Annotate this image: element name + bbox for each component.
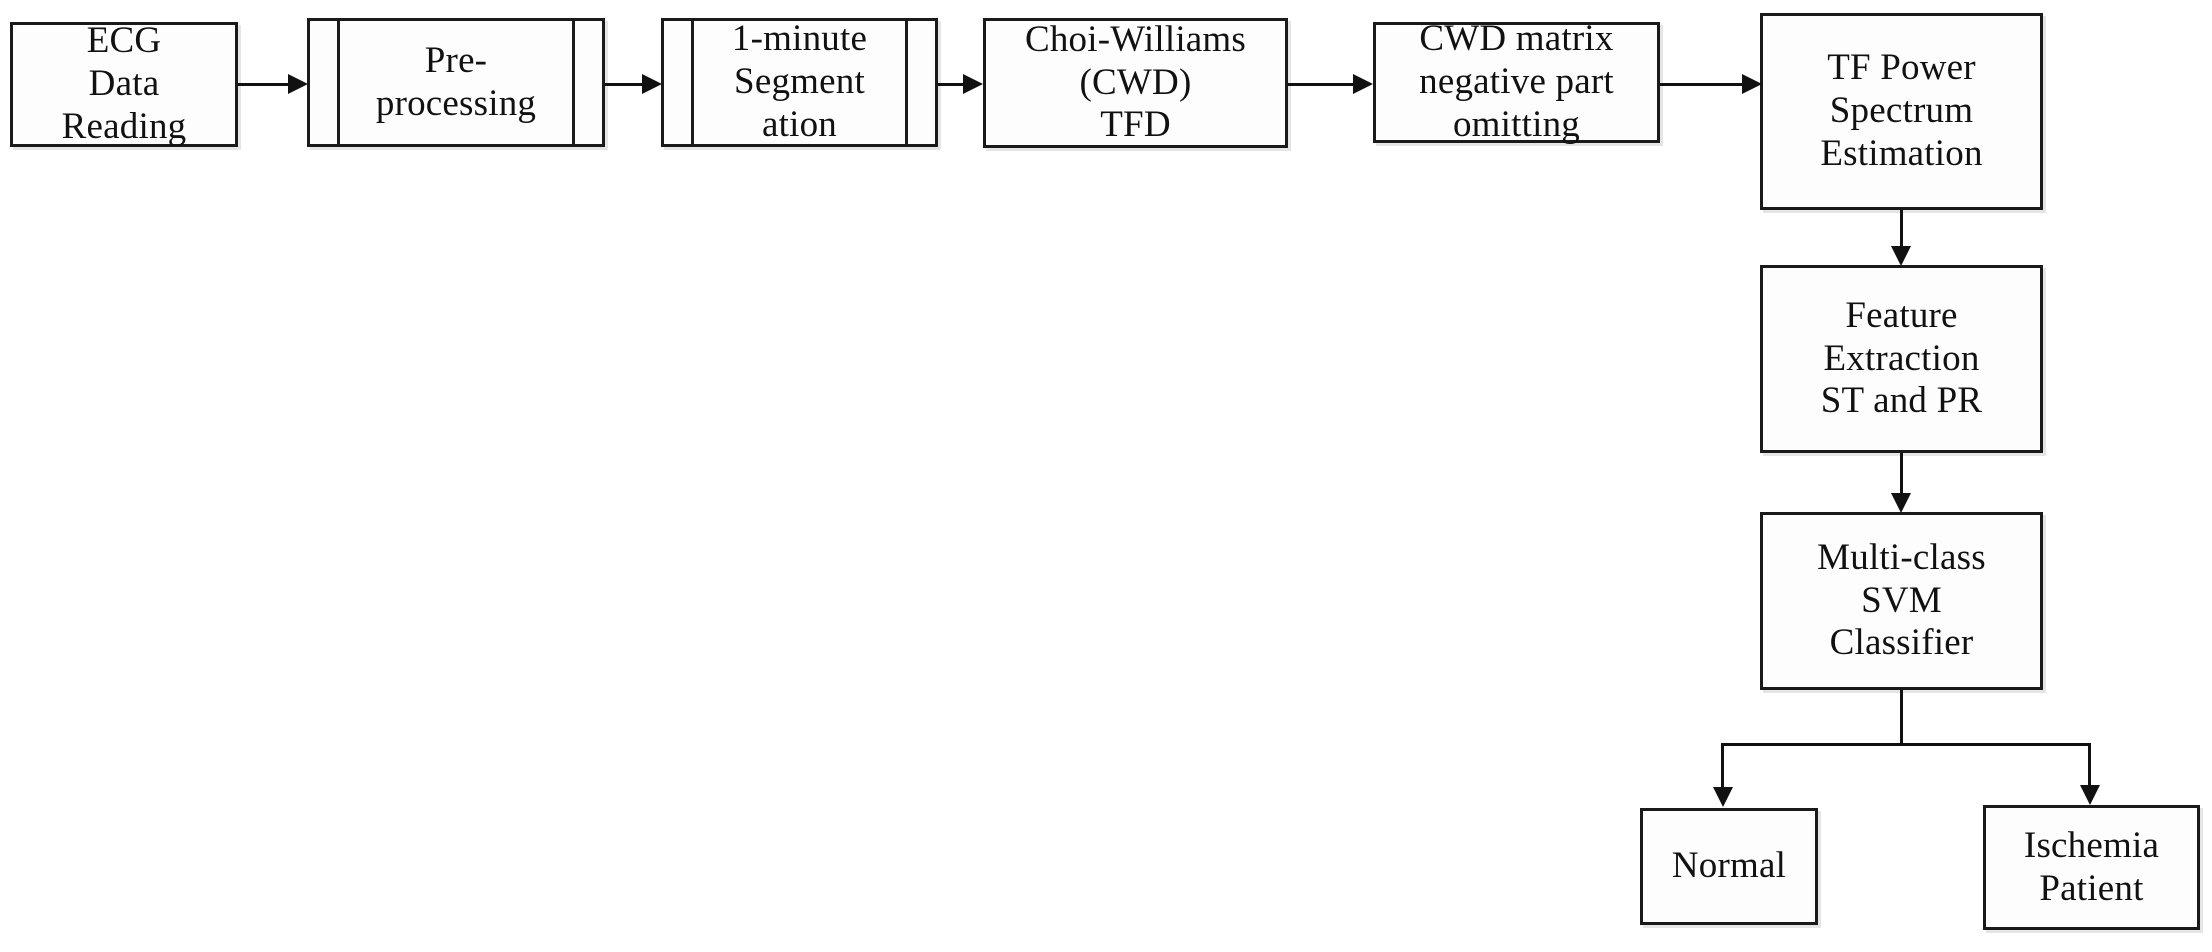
node-label: ECG Data Reading [61,20,187,147]
node-choi-williams-tfd: Choi-Williams (CWD) TFD [983,18,1288,148]
edge-preprocessing-to-segmentation [605,83,645,86]
edge-svm-branch-bus [1721,743,2091,746]
node-outcome-normal: Normal [1640,808,1818,925]
node-outcome-ischemia: Ischemia Patient [1983,805,2200,930]
node-ecg-data-reading: ECG Data Reading [10,20,238,147]
node-feature-extraction: Feature Extraction ST and PR [1760,265,2043,453]
arrowhead-icon [1713,787,1733,807]
edge-svm-branch-trunk [1900,690,1903,746]
node-label: Choi-Williams (CWD) TFD [1024,18,1247,146]
edge-negative-omitting-to-tf-power [1660,83,1745,86]
arrowhead-icon [1891,493,1911,513]
node-segmentation: 1-minute Segment ation [661,18,938,147]
arrowhead-icon [288,74,308,94]
edge-svm-to-normal [1721,743,1724,791]
arrowhead-icon [1742,74,1762,94]
edge-svm-to-ischemia [2088,743,2091,789]
arrowhead-icon [2080,785,2100,805]
arrowhead-icon [963,74,983,94]
arrowhead-icon [1353,74,1373,94]
node-label: 1-minute Segment ation [731,18,868,145]
node-label: Pre- processing [375,39,537,124]
edge-tf-power-to-feature-extraction [1900,210,1903,250]
edge-segmentation-to-cwd [938,83,966,86]
node-label: CWD matrix negative part omitting [1419,18,1614,145]
arrowhead-icon [642,74,662,94]
node-tf-power-spectrum: TF Power Spectrum Estimation [1760,13,2043,210]
node-cwd-negative-omitting: CWD matrix negative part omitting [1373,18,1660,145]
edge-feature-extraction-to-svm [1900,453,1903,495]
node-svm-classifier: Multi-class SVM Classifier [1760,512,2043,690]
node-label: TF Power Spectrum Estimation [1820,47,1983,174]
arrowhead-icon [1891,246,1911,266]
node-label: Multi-class SVM Classifier [1817,536,1986,664]
edge-ecg-to-preprocessing [238,83,290,86]
edge-cwd-to-negative-omitting [1288,83,1356,86]
node-label: Ischemia Patient [2023,824,2160,909]
node-label: Normal [1671,845,1787,887]
node-label: Feature Extraction ST and PR [1820,294,1983,422]
node-pre-processing: Pre- processing [307,18,605,147]
